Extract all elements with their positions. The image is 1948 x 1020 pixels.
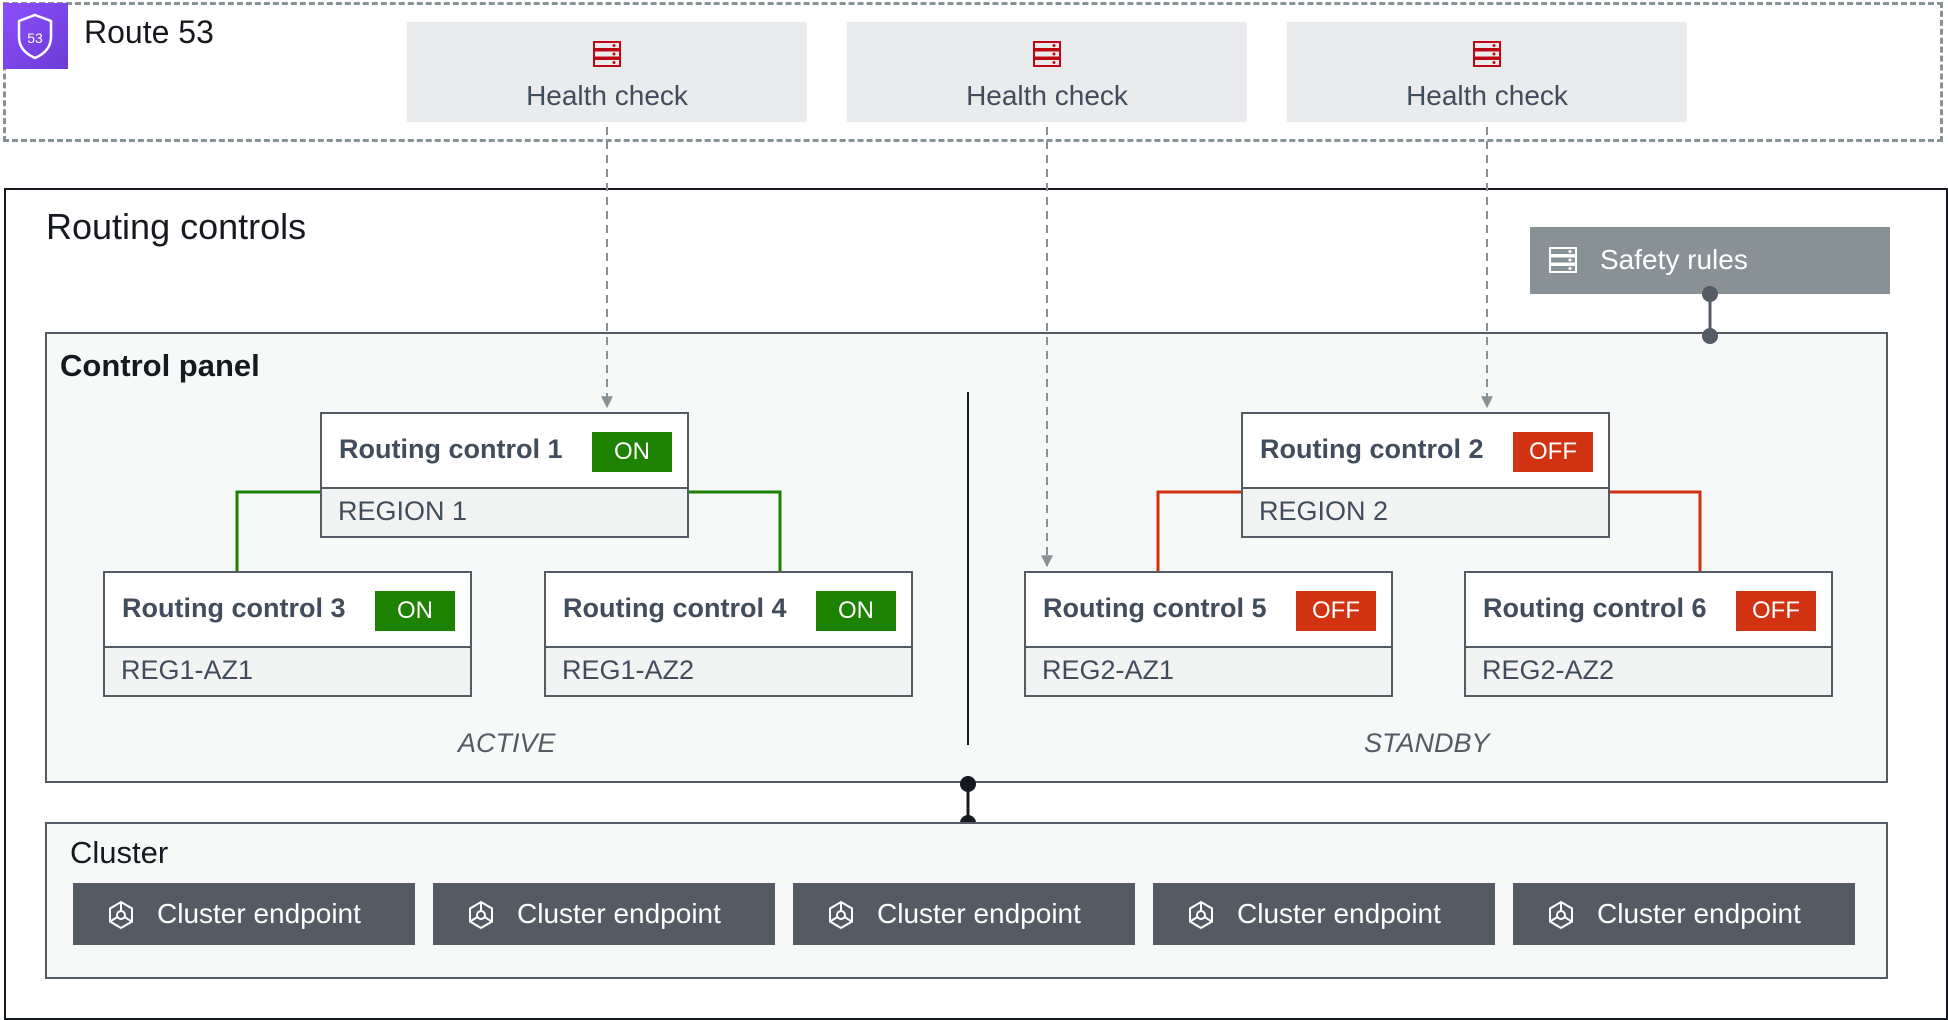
state-badge-off[interactable]: OFF	[1736, 591, 1816, 631]
routing-control-name: Routing control 5	[1043, 593, 1267, 623]
safety-rules-connector-dot-bottom	[1702, 328, 1718, 344]
health-check-label: Health check	[1406, 80, 1568, 111]
zone-label-active: ACTIVE	[458, 728, 556, 758]
cluster-endpoint-icon	[469, 900, 493, 930]
routing-control-scope: REG1-AZ2	[546, 646, 911, 695]
routing-control-5[interactable]: Routing control 5 OFF REG2-AZ1	[1024, 571, 1393, 697]
routing-control-scope: REG1-AZ1	[105, 646, 470, 695]
routing-control-name: Routing control 2	[1260, 434, 1484, 464]
routing-control-scope: REGION 2	[1243, 487, 1608, 536]
cluster-endpoint-label: Cluster endpoint	[1237, 898, 1441, 929]
rc2-to-rc6-link	[1608, 490, 1702, 572]
health-check-1[interactable]: Health check	[407, 22, 807, 122]
state-badge-on[interactable]: ON	[816, 591, 896, 631]
routing-control-3[interactable]: Routing control 3 ON REG1-AZ1	[103, 571, 472, 697]
health-check-icon	[593, 41, 621, 67]
cluster-endpoint-1[interactable]: Cluster endpoint	[73, 883, 415, 945]
cluster-endpoint-5[interactable]: Cluster endpoint	[1513, 883, 1855, 945]
rc1-to-rc4-link	[688, 490, 782, 572]
routing-control-scope: REGION 1	[322, 487, 687, 536]
cluster-endpoint-4[interactable]: Cluster endpoint	[1153, 883, 1495, 945]
control-panel-title: Control panel	[60, 348, 260, 383]
control-panel	[45, 332, 1888, 783]
health-check-2[interactable]: Health check	[847, 22, 1247, 122]
routing-control-scope: REG2-AZ2	[1466, 646, 1831, 695]
cluster-endpoint-icon	[1189, 900, 1213, 930]
cluster-endpoint-icon	[109, 900, 133, 930]
routing-control-name: Routing control 6	[1483, 593, 1707, 623]
routing-control-name: Routing control 4	[563, 593, 787, 623]
health-check-label: Health check	[966, 80, 1128, 111]
rc1-to-rc3-link	[235, 490, 322, 572]
health-check-3[interactable]: Health check	[1287, 22, 1687, 122]
zone-label-standby: STANDBY	[1364, 728, 1490, 758]
health-check-icon	[1033, 41, 1061, 67]
cluster-connector-dot-top	[960, 776, 976, 792]
cluster-endpoint-label: Cluster endpoint	[517, 898, 721, 929]
cluster-endpoint-icon	[1549, 900, 1573, 930]
svg-text:53: 53	[27, 30, 43, 46]
route53-group	[3, 2, 1943, 142]
health-check-label: Health check	[526, 80, 688, 111]
route53-title: Route 53	[84, 14, 214, 50]
routing-control-name: Routing control 1	[339, 434, 563, 464]
state-badge-on[interactable]: ON	[375, 591, 455, 631]
cluster-endpoint-3[interactable]: Cluster endpoint	[793, 883, 1135, 945]
state-badge-off[interactable]: OFF	[1513, 432, 1593, 472]
routing-control-1[interactable]: Routing control 1 ON REGION 1	[320, 412, 689, 538]
safety-rules-icon	[1549, 247, 1577, 273]
routing-control-4[interactable]: Routing control 4 ON REG1-AZ2	[544, 571, 913, 697]
routing-control-scope: REG2-AZ1	[1026, 646, 1391, 695]
state-badge-on[interactable]: ON	[592, 432, 672, 472]
safety-rules[interactable]: Safety rules	[1530, 227, 1890, 294]
routing-controls-title: Routing controls	[46, 206, 307, 247]
health-check-icon	[1473, 41, 1501, 67]
cluster-endpoint-2[interactable]: Cluster endpoint	[433, 883, 775, 945]
safety-rules-label: Safety rules	[1600, 244, 1748, 275]
state-badge-off[interactable]: OFF	[1296, 591, 1376, 631]
cluster-endpoint-label: Cluster endpoint	[1597, 898, 1801, 929]
cluster-endpoint-label: Cluster endpoint	[877, 898, 1081, 929]
cluster-endpoint-label: Cluster endpoint	[157, 898, 361, 929]
routing-controls-group	[4, 188, 1948, 1020]
routing-control-name: Routing control 3	[122, 593, 346, 623]
routing-control-6[interactable]: Routing control 6 OFF REG2-AZ2	[1464, 571, 1833, 697]
cluster-endpoint-icon	[829, 900, 853, 930]
routing-control-2[interactable]: Routing control 2 OFF REGION 2	[1241, 412, 1610, 538]
safety-rules-connector-dot-top	[1702, 286, 1718, 302]
route53-logo: 53	[3, 3, 68, 69]
cluster-title: Cluster	[70, 835, 169, 870]
rc2-to-rc5-link	[1156, 490, 1242, 572]
